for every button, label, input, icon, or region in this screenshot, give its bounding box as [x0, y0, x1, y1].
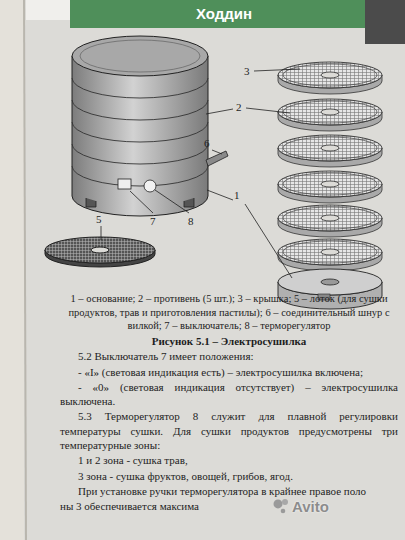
body-text: 1 и 2 зона - сушка трав, — [60, 453, 398, 467]
book-cover-title: Ходдин — [196, 4, 252, 24]
callout-number: 1 — [234, 188, 240, 202]
callout-number: 6 — [204, 136, 210, 150]
callout-number: 7 — [150, 214, 156, 228]
figure-legend: 1 – основание; 2 – противень (5 шт.); 3 … — [60, 292, 398, 333]
dehydrator-unit — [72, 36, 228, 216]
watermark-logo — [274, 499, 289, 513]
body-text: - «I» (световая индикация есть) – электр… — [60, 365, 398, 379]
watermark: Avito — [292, 497, 329, 517]
body-text: 5.2 Выключатель 7 имеет положения: — [60, 349, 398, 363]
figure-caption: Рисунок 5.1 – Электросушилка — [60, 334, 398, 348]
callout-number: 5 — [96, 212, 102, 226]
body-text: ны 3 обеспечивается максима — [60, 499, 398, 513]
leader-lines — [101, 69, 300, 278]
exploded-stack — [278, 62, 382, 309]
body-text: 3 зона - сушка фруктов, овощей, грибов, … — [60, 469, 398, 483]
callout-number: 3 — [244, 64, 250, 78]
drying-tray-5 — [45, 237, 155, 267]
callout-number: 8 — [188, 214, 194, 228]
callout-number: 2 — [236, 100, 242, 114]
body-text: 5.3 Терморегулятор 8 служит для плавной … — [60, 409, 398, 452]
body-text: При установке ручки терморегулятора в кр… — [60, 484, 398, 498]
body-text: - «0» (световая индикация отсутствует) –… — [60, 380, 398, 409]
